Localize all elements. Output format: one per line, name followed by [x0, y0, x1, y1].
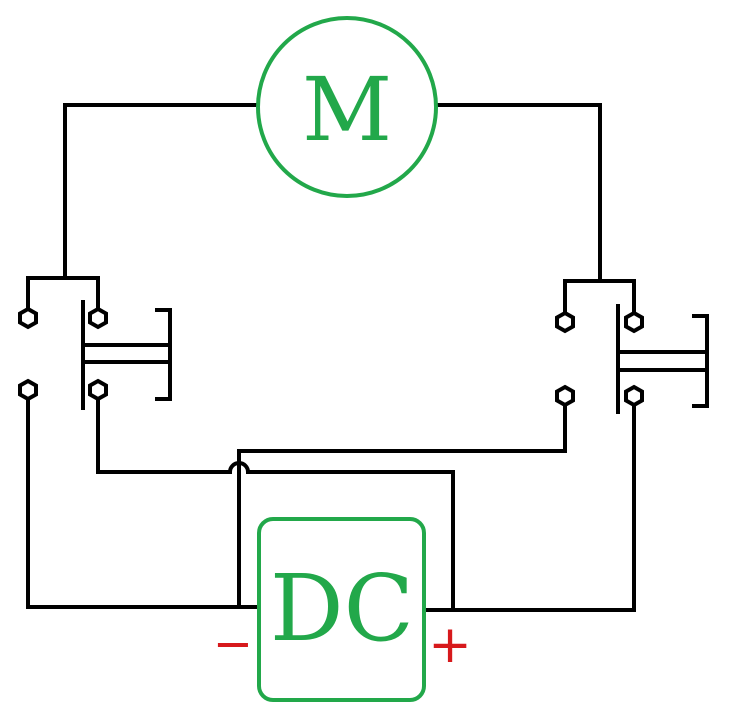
left-switch[interactable] — [18, 276, 172, 410]
right-switch-button-bracket — [692, 314, 709, 408]
left-switch-button-bracket — [155, 308, 172, 401]
right-switch-terminal-top-left — [555, 310, 575, 334]
dc-power-supply: DC — [257, 517, 426, 702]
motor-symbol-circle — [256, 16, 438, 198]
right-switch-terminal-top-right — [624, 310, 644, 334]
motor-label: M — [302, 58, 392, 161]
left-switch-terminal-bottom-right — [88, 378, 108, 402]
right-switch[interactable] — [555, 279, 709, 414]
right-switch-bottom-left-to-dc-negative-wire — [237, 403, 567, 609]
right-switch-common-bus — [563, 279, 636, 324]
left-switch-bottom-left-to-dc-negative-wire — [26, 397, 260, 609]
left-switch-terminal-bottom-left — [18, 378, 38, 402]
motor-right-wire — [435, 103, 602, 280]
right-switch-bottom-right-to-dc-positive-wire — [423, 403, 636, 612]
motor: M — [256, 16, 438, 198]
left-switch-bottom-right-to-dc-positive-wire — [96, 397, 232, 474]
left-switch-terminal-top-right — [88, 306, 108, 330]
dc-positive-bus-wire — [246, 470, 455, 609]
dc-positive-terminal-label: + — [428, 615, 472, 675]
dc-power-supply-label: DC — [270, 555, 414, 662]
right-switch-terminal-bottom-right — [624, 384, 644, 408]
dc-negative-terminal-label: − — [213, 616, 253, 672]
dc-power-supply-box — [257, 517, 426, 702]
motor-left-wire — [63, 103, 260, 280]
left-switch-terminal-top-left — [18, 306, 38, 330]
left-switch-common-bus — [26, 276, 100, 320]
right-switch-terminal-bottom-left — [555, 384, 575, 408]
